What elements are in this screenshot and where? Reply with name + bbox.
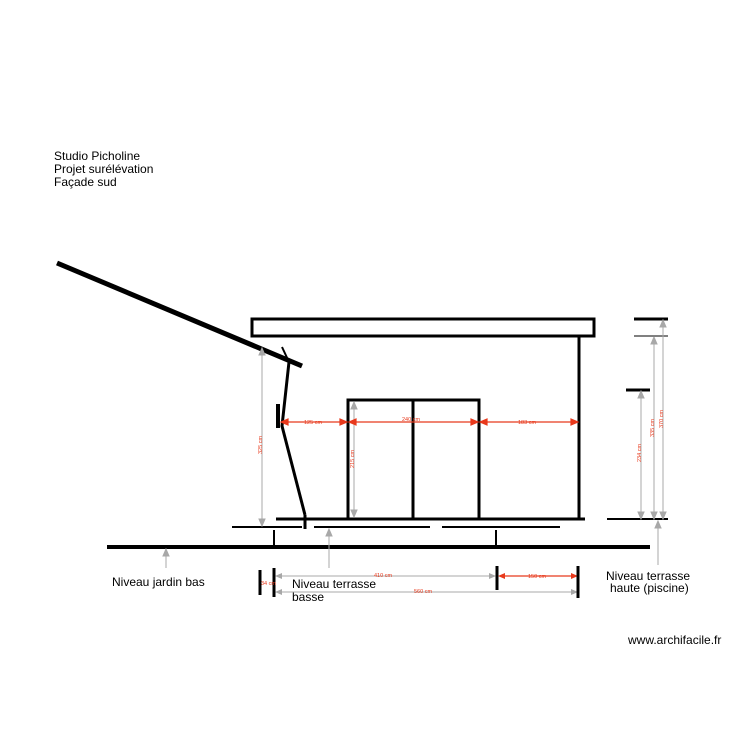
dim-335: 335 cm — [650, 419, 656, 437]
level-terrasse-basse-line2: basse — [292, 590, 324, 604]
horizontal-dimensions-bottom — [258, 566, 580, 598]
left-wall-support — [281, 346, 290, 363]
roof-slab — [250, 317, 596, 338]
dim-183: 183 cm — [518, 420, 536, 426]
dim-560: 560 cm — [414, 589, 432, 595]
level-terrasse-haute-line1: Niveau terrasse — [606, 569, 690, 583]
dim-234: 234 cm — [637, 444, 643, 462]
view-name: Façade sud — [54, 175, 117, 189]
level-jardin-bas: Niveau jardin bas — [112, 575, 205, 589]
vertical-dimensions — [258, 318, 667, 528]
dim-125: 125 cm — [304, 420, 322, 426]
dim-150: 150 cm — [528, 574, 546, 580]
project-name: Studio Picholine — [54, 149, 140, 163]
dim-34: 34 cm — [261, 581, 276, 587]
level-terrasse-basse-line1: Niveau terrasse — [292, 577, 376, 591]
left-wall — [280, 361, 307, 516]
dim-215: 215 cm — [350, 450, 356, 468]
dim-410: 410 cm — [374, 573, 392, 579]
horizontal-dimensions-window — [279, 418, 580, 426]
dim-325: 325 cm — [258, 436, 264, 454]
watermark: www.archifacile.fr — [627, 633, 721, 647]
project-subtitle: Projet surélévation — [54, 162, 153, 176]
sloped-roof-line — [56, 260, 303, 369]
dim-370: 370 cm — [659, 410, 665, 428]
dim-240: 240 cm — [402, 417, 420, 423]
level-terrasse-haute-line2: haute (piscine) — [610, 581, 689, 595]
level-arrows — [162, 519, 662, 568]
